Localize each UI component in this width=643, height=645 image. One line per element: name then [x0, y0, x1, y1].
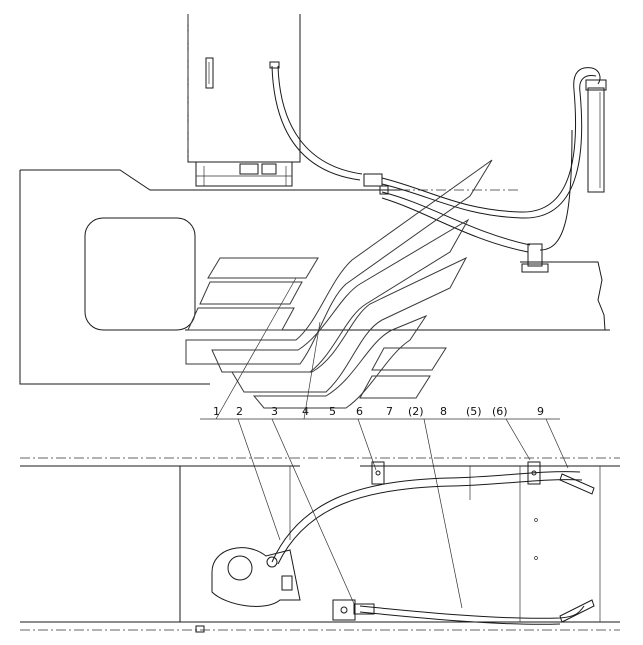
- return-hose: [271, 471, 581, 563]
- callout-9: 9: [537, 405, 544, 418]
- callout-8: 8: [440, 405, 447, 418]
- callout-6: 6: [356, 405, 363, 418]
- filter-canister: [587, 87, 605, 193]
- callout-paren-6: (6): [492, 405, 508, 418]
- clamp-left: [371, 461, 385, 485]
- bottom-view: [20, 457, 620, 633]
- fitting-top: [559, 473, 595, 495]
- tank-body: [187, 14, 301, 163]
- frame-left-edge: [19, 170, 210, 385]
- hose-c: [381, 191, 531, 246]
- tee-fitting: [363, 173, 383, 187]
- top-view: [19, 14, 610, 385]
- watermark-logo: [185, 159, 493, 409]
- fitting-bottom: [559, 599, 595, 623]
- frame-window: [84, 217, 196, 331]
- callout-row: 1 2 3 4 5 6 7 (2) 8 (5) (6) 9: [200, 405, 560, 420]
- pump-pulley: [227, 555, 253, 581]
- callout-3: 3: [271, 405, 278, 418]
- callout-5: 5: [329, 405, 336, 418]
- callout-1: 1: [213, 405, 220, 418]
- callout-7: 7: [386, 405, 393, 418]
- frame-top-edge: [20, 169, 400, 191]
- hose-a: [271, 65, 361, 181]
- clamp-right: [527, 461, 541, 485]
- callout-paren-5: (5): [466, 405, 482, 418]
- sight-gauge: [205, 57, 214, 89]
- valve-block: [332, 599, 356, 621]
- pump-housing: [211, 547, 301, 607]
- tank-base: [195, 162, 293, 187]
- frame-break-line: [520, 261, 606, 331]
- callout-2: 2: [236, 405, 243, 418]
- pressure-hose: [359, 605, 585, 619]
- lower-connector: [527, 243, 543, 267]
- callout-paren-2: (2): [408, 405, 424, 418]
